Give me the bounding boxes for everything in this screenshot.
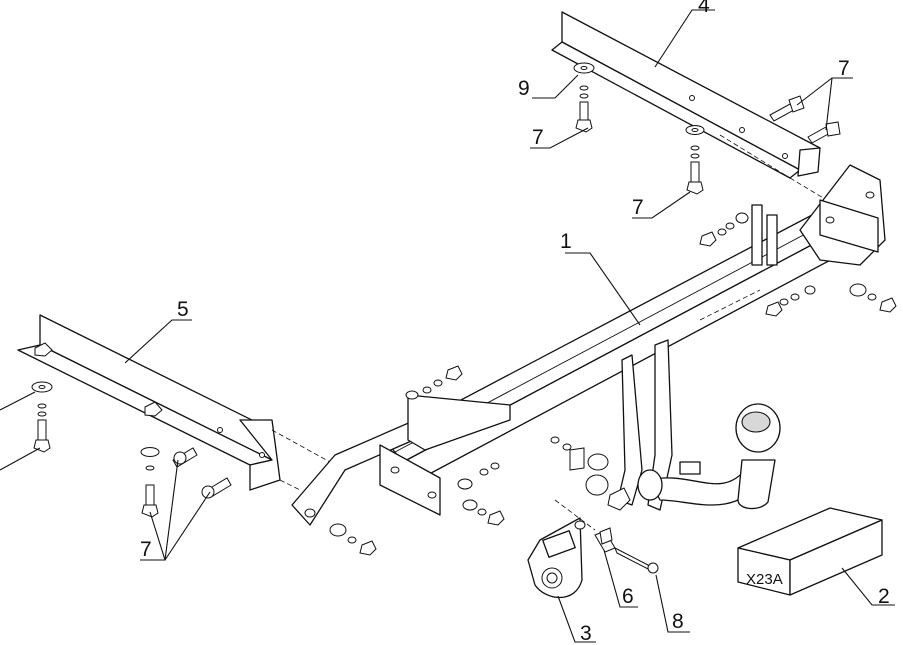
callout-3: 3: [580, 622, 592, 645]
callout-7-top-left: 7: [532, 126, 544, 149]
spring-6: [554, 499, 616, 553]
callout-4: 4: [698, 0, 710, 17]
callout-5: 5: [177, 298, 189, 321]
crossbar-1: [291, 164, 886, 526]
callout-6: 6: [622, 585, 634, 608]
module-box-label: X23A: [746, 571, 783, 588]
leader-lines: [0, 9, 895, 643]
bracket-5: [17, 314, 331, 491]
socket-plate-3: [527, 517, 586, 598]
callout-1: 1: [560, 230, 572, 253]
bracket-4: [551, 11, 841, 209]
crossbar-hardware: [329, 212, 897, 556]
callout-7-left-group: 7: [140, 538, 152, 561]
bracket-4-hardware: [573, 62, 841, 195]
bracket-5-hardware: [31, 381, 232, 518]
module-box-2: X23A: [737, 507, 883, 596]
callout-9: 9: [518, 77, 530, 100]
callout-2: 2: [878, 585, 890, 608]
callout-7-center: 7: [632, 196, 644, 219]
pin-8: [614, 546, 659, 574]
callout-7-top-right: 7: [838, 57, 850, 80]
callout-8: 8: [672, 610, 684, 633]
towball-assembly: [569, 339, 781, 511]
